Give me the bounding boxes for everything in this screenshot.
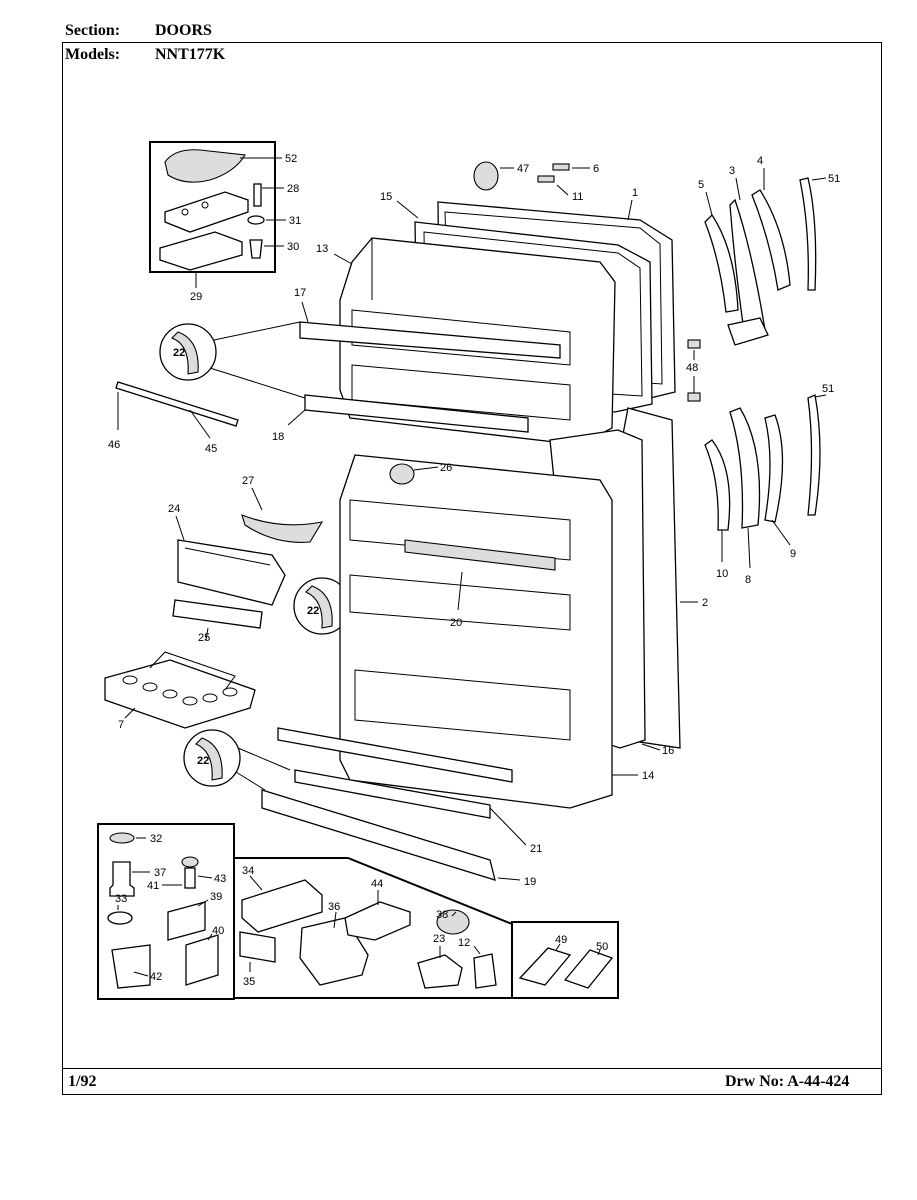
bar-end-cap-detail-lower — [183, 729, 291, 791]
lower-hinge-inset — [97, 823, 235, 1000]
clip-part — [241, 514, 324, 543]
callout-42: 42 — [150, 971, 162, 983]
trim-strip-part — [115, 381, 239, 427]
lower-door-bar-upper — [277, 727, 513, 783]
callout-32: 32 — [150, 833, 162, 845]
callout-17: 17 — [294, 287, 306, 299]
callout-34: 34 — [242, 865, 254, 877]
callout-26: 26 — [440, 462, 452, 474]
models-label: Models: — [65, 46, 121, 63]
hinge-plate-part — [164, 191, 249, 233]
callout-31: 31 — [289, 215, 301, 227]
footer-divider — [62, 1068, 882, 1069]
callout-35: 35 — [243, 976, 255, 988]
hinge-pin-cap-part — [473, 161, 499, 191]
callout-39: 39 — [210, 891, 222, 903]
callout-28: 28 — [287, 183, 299, 195]
callout-7: 7 — [118, 719, 124, 731]
callout-2: 2 — [702, 597, 708, 609]
callout-49: 49 — [555, 934, 567, 946]
callout-43: 43 — [214, 873, 226, 885]
callout-44: 44 — [371, 878, 383, 890]
dairy-bin-part — [177, 539, 286, 606]
upper-hinge-inset — [149, 141, 276, 273]
callout-12: 12 — [458, 937, 470, 949]
door-stop-inset — [511, 921, 619, 999]
section-label: Section: — [65, 22, 121, 39]
shelf-knob-part — [389, 463, 415, 485]
callout-18: 18 — [272, 431, 284, 443]
callout-47: 47 — [517, 163, 529, 175]
callout-24: 24 — [168, 503, 180, 515]
callout-51-lower: 51 — [822, 383, 834, 395]
callout-1: 1 — [632, 187, 638, 199]
callout-48: 48 — [686, 362, 698, 374]
callout-22-middle: 22 — [307, 605, 319, 617]
callout-labels: 52 28 31 30 29 47 6 11 15 1 5 3 4 51 13 … — [108, 153, 840, 988]
callout-20: 20 — [450, 617, 462, 629]
lower-door-panel — [339, 407, 681, 809]
callout-8: 8 — [745, 574, 751, 586]
callout-15: 15 — [380, 191, 392, 203]
hinge-shim-part — [159, 231, 243, 271]
callout-27: 27 — [242, 475, 254, 487]
callout-40: 40 — [212, 925, 224, 937]
callout-25: 25 — [198, 632, 210, 644]
lower-door-bar-lowest — [261, 789, 496, 881]
callout-13: 13 — [316, 243, 328, 255]
section-value: DOORS — [155, 22, 212, 39]
callout-14: 14 — [642, 770, 654, 782]
callout-22-lower: 22 — [197, 755, 209, 767]
callout-22-upper: 22 — [173, 347, 185, 359]
callout-30: 30 — [287, 241, 299, 253]
footer-drawing-number: Drw No: A-44-424 — [725, 1073, 850, 1090]
callout-4: 4 — [757, 155, 763, 167]
callout-23: 23 — [433, 933, 445, 945]
callout-41: 41 — [147, 880, 159, 892]
callout-16: 16 — [662, 745, 674, 757]
lower-door-bar-middle — [294, 769, 491, 819]
callout-21: 21 — [530, 843, 542, 855]
callout-10: 10 — [716, 568, 728, 580]
callout-5: 5 — [698, 179, 704, 191]
callout-51-upper: 51 — [828, 173, 840, 185]
lower-handle-set — [704, 394, 821, 531]
callout-11: 11 — [572, 191, 583, 203]
footer-date: 1/92 — [68, 1073, 97, 1090]
callout-50: 50 — [596, 941, 608, 953]
bar-end-cap-detail-upper — [159, 321, 306, 399]
callout-37: 37 — [154, 867, 166, 879]
callout-19: 19 — [524, 876, 536, 888]
callout-9: 9 — [790, 548, 796, 560]
models-value: NNT177K — [155, 46, 226, 63]
callout-38: 38 — [436, 909, 448, 921]
callout-45: 45 — [205, 443, 217, 455]
callout-33: 33 — [115, 893, 127, 905]
callout-29: 29 — [190, 291, 202, 303]
upper-door-bar — [299, 321, 561, 359]
callout-36: 36 — [328, 901, 340, 913]
hinge-cover-part — [164, 149, 246, 183]
callout-3: 3 — [729, 165, 735, 177]
bottom-hinge-bracket-group — [233, 857, 513, 999]
upper-handle-set — [704, 177, 817, 346]
callout-6: 6 — [593, 163, 599, 175]
bin-trim-part — [172, 599, 263, 629]
egg-tray-part — [104, 651, 256, 729]
callout-46: 46 — [108, 439, 120, 451]
drawing-frame — [62, 42, 882, 1095]
upper-door-lower-bar — [304, 394, 529, 433]
callout-52: 52 — [285, 153, 297, 165]
